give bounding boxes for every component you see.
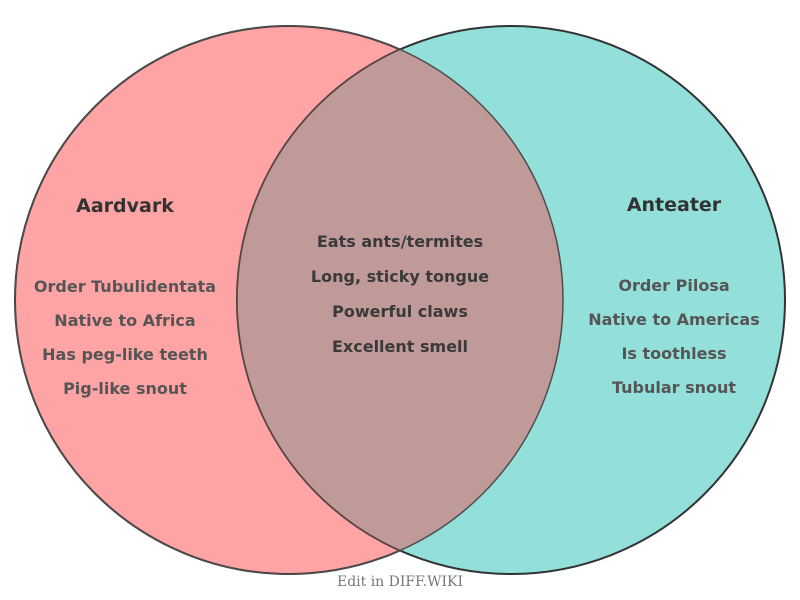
anteater-inner-outline xyxy=(236,26,563,574)
anteater-item: Order Pilosa xyxy=(618,276,729,295)
overlap-region xyxy=(237,26,563,574)
shared-item: Eats ants/termites xyxy=(317,232,483,251)
diffwiki-link[interactable]: DIFF.WIKI xyxy=(389,574,463,590)
shared-item: Long, sticky tongue xyxy=(311,267,489,286)
footer-credit[interactable]: Edit in DIFF.WIKI xyxy=(337,574,463,590)
aardvark-item: Has peg-like teeth xyxy=(42,345,208,364)
aardvark-inner-outline xyxy=(14,25,564,575)
anteater-title: Anteater xyxy=(627,194,722,216)
aardvark-item: Native to Africa xyxy=(54,311,195,330)
shared-item: Powerful claws xyxy=(332,302,468,321)
shared-item: Excellent smell xyxy=(332,337,468,356)
footer-prefix: Edit in xyxy=(337,574,389,590)
aardvark-title: Aardvark xyxy=(76,195,174,217)
anteater-item: Native to Americas xyxy=(588,310,759,329)
aardvark-item: Pig-like snout xyxy=(63,379,187,398)
aardvark-item: Order Tubulidentata xyxy=(34,277,216,296)
anteater-item: Is toothless xyxy=(621,344,726,363)
anteater-item: Tubular snout xyxy=(612,378,736,397)
